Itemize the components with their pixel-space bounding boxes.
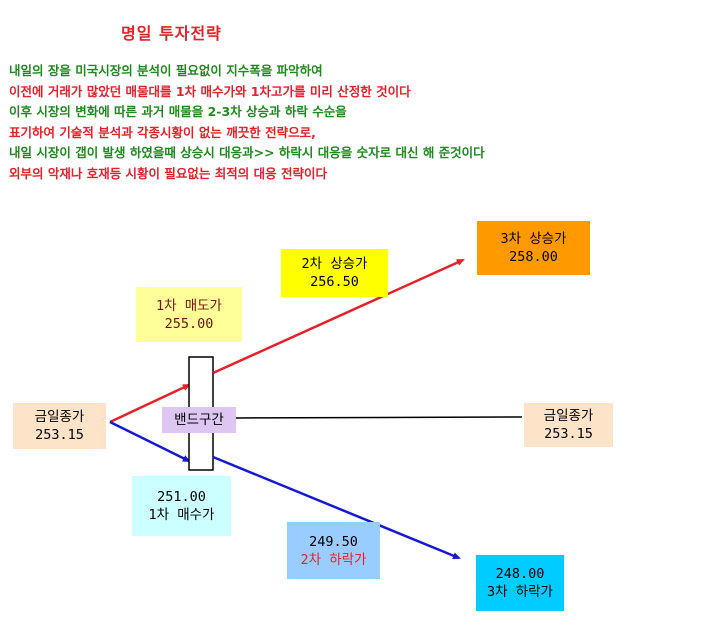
- strategy-description: 내일의 장을 미국시장의 분석이 필요없이 지수폭을 파악하여 이전에 거래가 …: [9, 61, 485, 185]
- description-line: 내일의 장을 미국시장의 분석이 필요없이 지수폭을 파악하여: [9, 63, 323, 78]
- fall-3-box: 248.00 3차 하락가: [476, 555, 564, 611]
- close-price-left-box: 금일종가 253.15: [13, 403, 106, 449]
- description-line: 내일 시장이 갭이 발생 하였을때 상승시 대응과>> 하락시 대응을 숫자로 …: [9, 145, 485, 161]
- buy-1-box: 251.00 1차 매수가: [132, 476, 231, 536]
- box-value: 253.15: [544, 426, 593, 442]
- box-label: 금일종가: [34, 409, 85, 425]
- box-label: 밴드구간: [174, 412, 224, 428]
- fall-2-box: 249.50 2차 하락가: [287, 522, 380, 579]
- description-line: 외부의 악재나 호재등 시황이 필요없는 최적의 대응 전략이다: [9, 165, 327, 181]
- rise-arrow: [212, 258, 465, 375]
- box-value: 251.00: [157, 489, 206, 505]
- box-value: 258.00: [509, 249, 558, 265]
- box-value: 249.50: [309, 533, 358, 550]
- band-label-box: 밴드구간: [162, 407, 236, 433]
- rise-3-box: 3차 상승가 258.00: [477, 221, 590, 275]
- box-label: 1차 매도가: [156, 297, 222, 314]
- down-connector: [109, 420, 191, 463]
- box-value: 248.00: [495, 566, 545, 582]
- box-label: 1차 매수가: [148, 507, 215, 523]
- up-connector: [109, 383, 191, 424]
- box-label: 금일종가: [543, 408, 594, 424]
- box-label: 2차 상승가: [301, 256, 368, 272]
- rise-2-box: 2차 상승가 256.50: [281, 249, 388, 297]
- close-price-right-box: 금일종가 253.15: [524, 403, 613, 447]
- box-value: 255.00: [164, 315, 214, 332]
- fall-arrow: [212, 455, 461, 560]
- description-line: 이전에 거래가 많았던 매물대를 1차 매수가와 1차고가를 미리 산정한 것이…: [9, 83, 411, 99]
- description-line: 이후 시장의 변화에 따른 과거 매물을 2-3차 상승과 하락 수순을: [9, 104, 347, 120]
- description-line: 표기하여 기술적 분석과 각종시황이 없는 깨끗한 전략으로,: [9, 124, 316, 140]
- box-label: 2차 하락가: [300, 551, 367, 568]
- box-value: 253.15: [35, 427, 84, 443]
- box-label: 3차 하락가: [487, 584, 553, 600]
- sell-1-box: 1차 매도가 255.00: [136, 287, 242, 342]
- flat-line: [235, 416, 523, 419]
- box-label: 3차 상승가: [500, 231, 567, 247]
- page-title: 명일 투자전략: [121, 24, 222, 43]
- box-value: 256.50: [310, 274, 359, 290]
